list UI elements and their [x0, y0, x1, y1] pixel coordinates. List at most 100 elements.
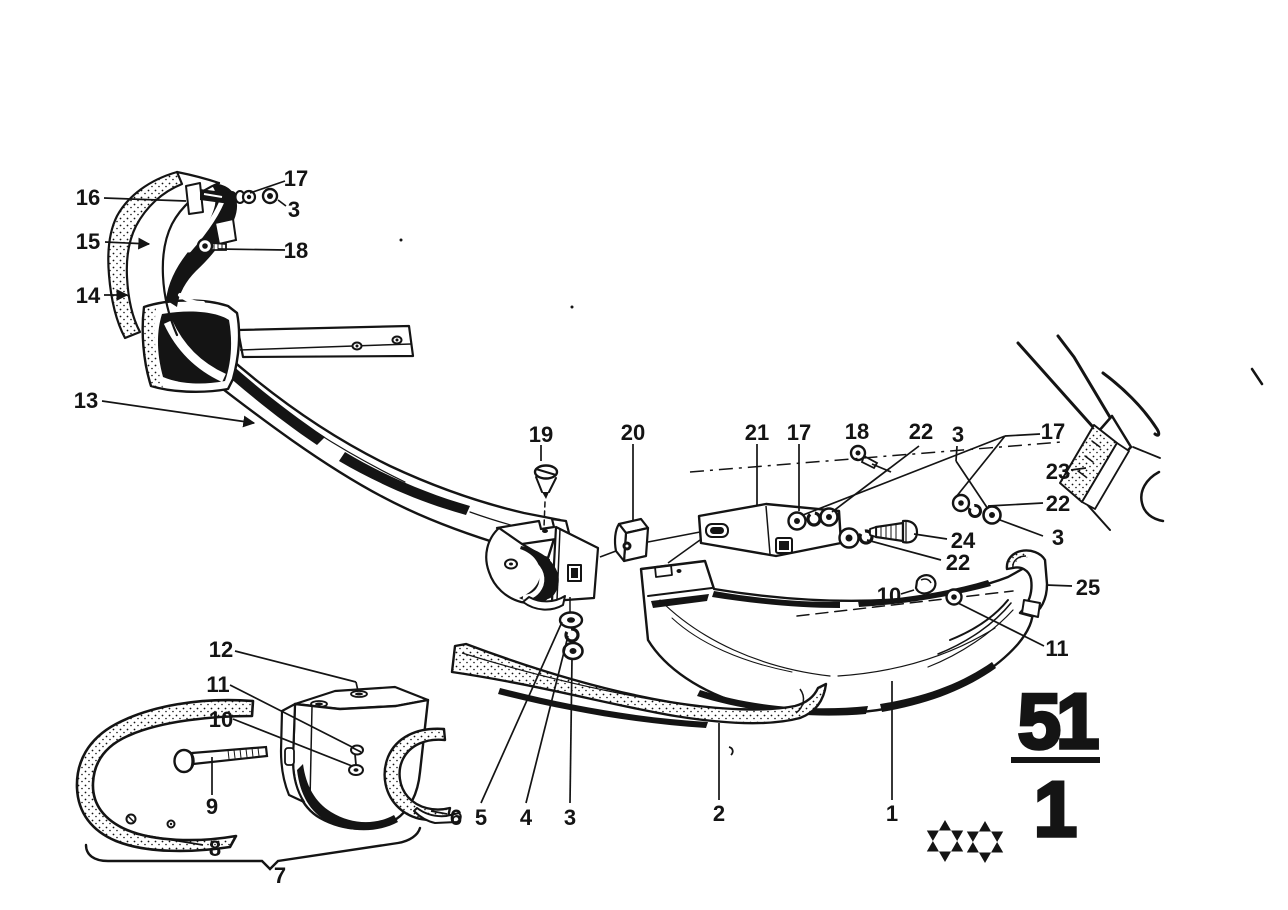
leader-line	[955, 435, 1006, 498]
callout-label: 3	[1052, 525, 1064, 550]
callout-label: 15	[76, 229, 100, 254]
callout-label: 2	[713, 801, 725, 826]
leader-line	[355, 681, 359, 692]
leader-line	[525, 635, 569, 804]
callout-label: 14	[76, 283, 101, 308]
leader-line	[430, 810, 448, 815]
bolt-18-b	[849, 444, 879, 470]
car-body-outline	[1016, 334, 1264, 531]
callout-label: 10	[877, 583, 901, 608]
nut-3-right	[982, 505, 1002, 525]
spacer-block-20	[599, 517, 701, 563]
leader-line	[104, 237, 151, 250]
leader-line	[1070, 467, 1087, 471]
grommet-11-right	[945, 588, 963, 606]
callout-label: 17	[284, 166, 308, 191]
callout-label: 22	[946, 550, 970, 575]
leader-line	[103, 197, 187, 202]
leader-line	[866, 539, 942, 561]
callout-label: 18	[284, 238, 308, 263]
overrider-12	[279, 685, 430, 831]
nut-3-mid	[819, 507, 839, 527]
rubber-strip-2	[450, 642, 828, 756]
callout-label: 9	[206, 794, 218, 819]
leader-line	[955, 460, 989, 510]
callout-label: 17	[1041, 419, 1065, 444]
washer-5	[558, 611, 584, 629]
leader-line	[1045, 584, 1073, 587]
callout-label: 22	[909, 419, 933, 444]
bumper-corner-guard-25	[1005, 549, 1049, 618]
leader-line	[987, 502, 1044, 507]
callout-label: 17	[787, 420, 811, 445]
leader-line	[1004, 433, 1041, 437]
callout-label: 19	[529, 422, 553, 447]
callout-label: 25	[1076, 575, 1100, 600]
section-badge: 511	[926, 675, 1105, 863]
bumper-mount-clamp	[141, 299, 241, 393]
callout-label: 16	[76, 185, 100, 210]
center-mount-bracket	[485, 517, 600, 612]
screw-19	[533, 464, 559, 528]
leader-line	[217, 248, 286, 251]
callout-label: 3	[952, 422, 964, 447]
support-bracket-strip	[236, 324, 415, 359]
left-corner-guard	[75, 698, 255, 853]
leader-line	[234, 650, 357, 683]
lock-washer-22-right	[968, 504, 982, 518]
leader-line	[229, 684, 355, 749]
callout-label: 22	[1046, 491, 1070, 516]
callout-label: 24	[951, 528, 976, 553]
callout-label: 5	[475, 805, 487, 830]
leader-line	[955, 445, 958, 462]
callout-label: 20	[621, 420, 645, 445]
callout-label: 8	[209, 836, 221, 861]
clamp-6	[383, 727, 462, 824]
callout-label: 23	[1046, 459, 1070, 484]
lock-washer-4	[564, 627, 580, 643]
clip-10-right	[914, 574, 937, 599]
washer-17-left	[241, 189, 257, 205]
leader-line	[135, 833, 204, 846]
bolt-9	[173, 745, 269, 774]
bolt-18-left	[196, 237, 227, 255]
lock-washer-22-mid	[806, 511, 822, 527]
assembly-brace-7	[84, 826, 422, 871]
callout-label: 10	[209, 707, 233, 732]
leader-line	[249, 180, 286, 194]
mount-tab-plate	[213, 217, 238, 246]
leader-line	[831, 445, 920, 513]
leader-line	[900, 589, 915, 595]
leader-line	[999, 519, 1044, 537]
bolt-24	[869, 519, 919, 544]
washer-22-b	[838, 527, 860, 549]
leader-line	[569, 657, 573, 804]
callout-label: 4	[520, 805, 533, 830]
leader-line	[802, 435, 1006, 516]
leader-line	[232, 718, 353, 767]
callout-label: 21	[745, 420, 769, 445]
leader-line	[480, 621, 563, 804]
leader-line	[957, 602, 1045, 647]
callout-label: 3	[288, 197, 300, 222]
six-pointed-star-icon	[966, 821, 1004, 863]
callout-label: 7	[274, 863, 286, 888]
section-page-number: 1	[1034, 765, 1076, 853]
callout-label: 3	[564, 805, 576, 830]
nut-3-left	[261, 187, 279, 205]
washer-17-right	[951, 493, 971, 513]
leader-line	[101, 400, 256, 428]
alignment-dash-line	[689, 441, 1063, 473]
callout-label: 11	[1045, 636, 1068, 661]
leader-line	[277, 199, 287, 207]
section-group-number: 51	[1018, 677, 1098, 765]
callout-label: 13	[74, 388, 98, 413]
callout-label: 18	[845, 419, 869, 444]
six-pointed-star-icon	[926, 820, 964, 862]
callout-label: 6	[450, 805, 462, 830]
callout-label: 11	[206, 672, 229, 697]
paper-specks	[399, 238, 574, 309]
